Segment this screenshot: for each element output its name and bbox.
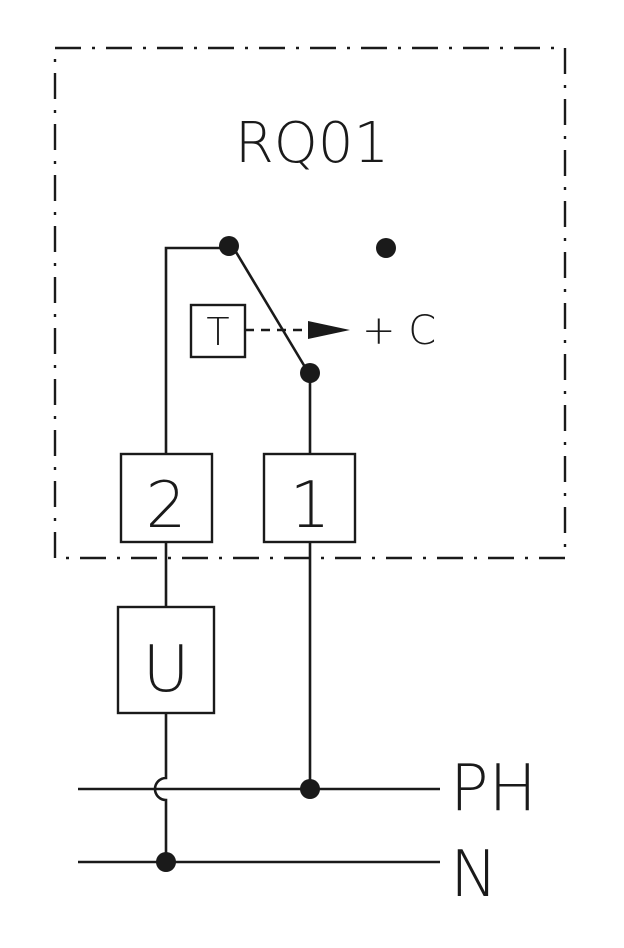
device-label: RQ01 (235, 111, 389, 176)
switch-blade (231, 246, 310, 373)
terminal-1-box (262, 452, 357, 544)
wire-switch-to-terminal-2 (164, 246, 229, 454)
terminal-2-label: 2 (146, 469, 187, 543)
switch-open-contact (376, 238, 396, 258)
switch-common-contact (219, 236, 239, 256)
terminal-1-label: 1 (290, 469, 331, 543)
neutral-junction (156, 852, 176, 872)
phase-junction (300, 779, 320, 799)
load-label: U (143, 633, 190, 707)
temperature-sensor-box (189, 303, 247, 359)
wire-load-to-neutral (153, 713, 168, 862)
terminal-2-box (119, 452, 214, 544)
actuation-arrow-icon (308, 321, 350, 339)
sensor-label: T (206, 310, 229, 354)
neutral-label: N (450, 838, 498, 912)
phase-label: PH (450, 752, 537, 826)
action-label: + C (362, 308, 436, 354)
